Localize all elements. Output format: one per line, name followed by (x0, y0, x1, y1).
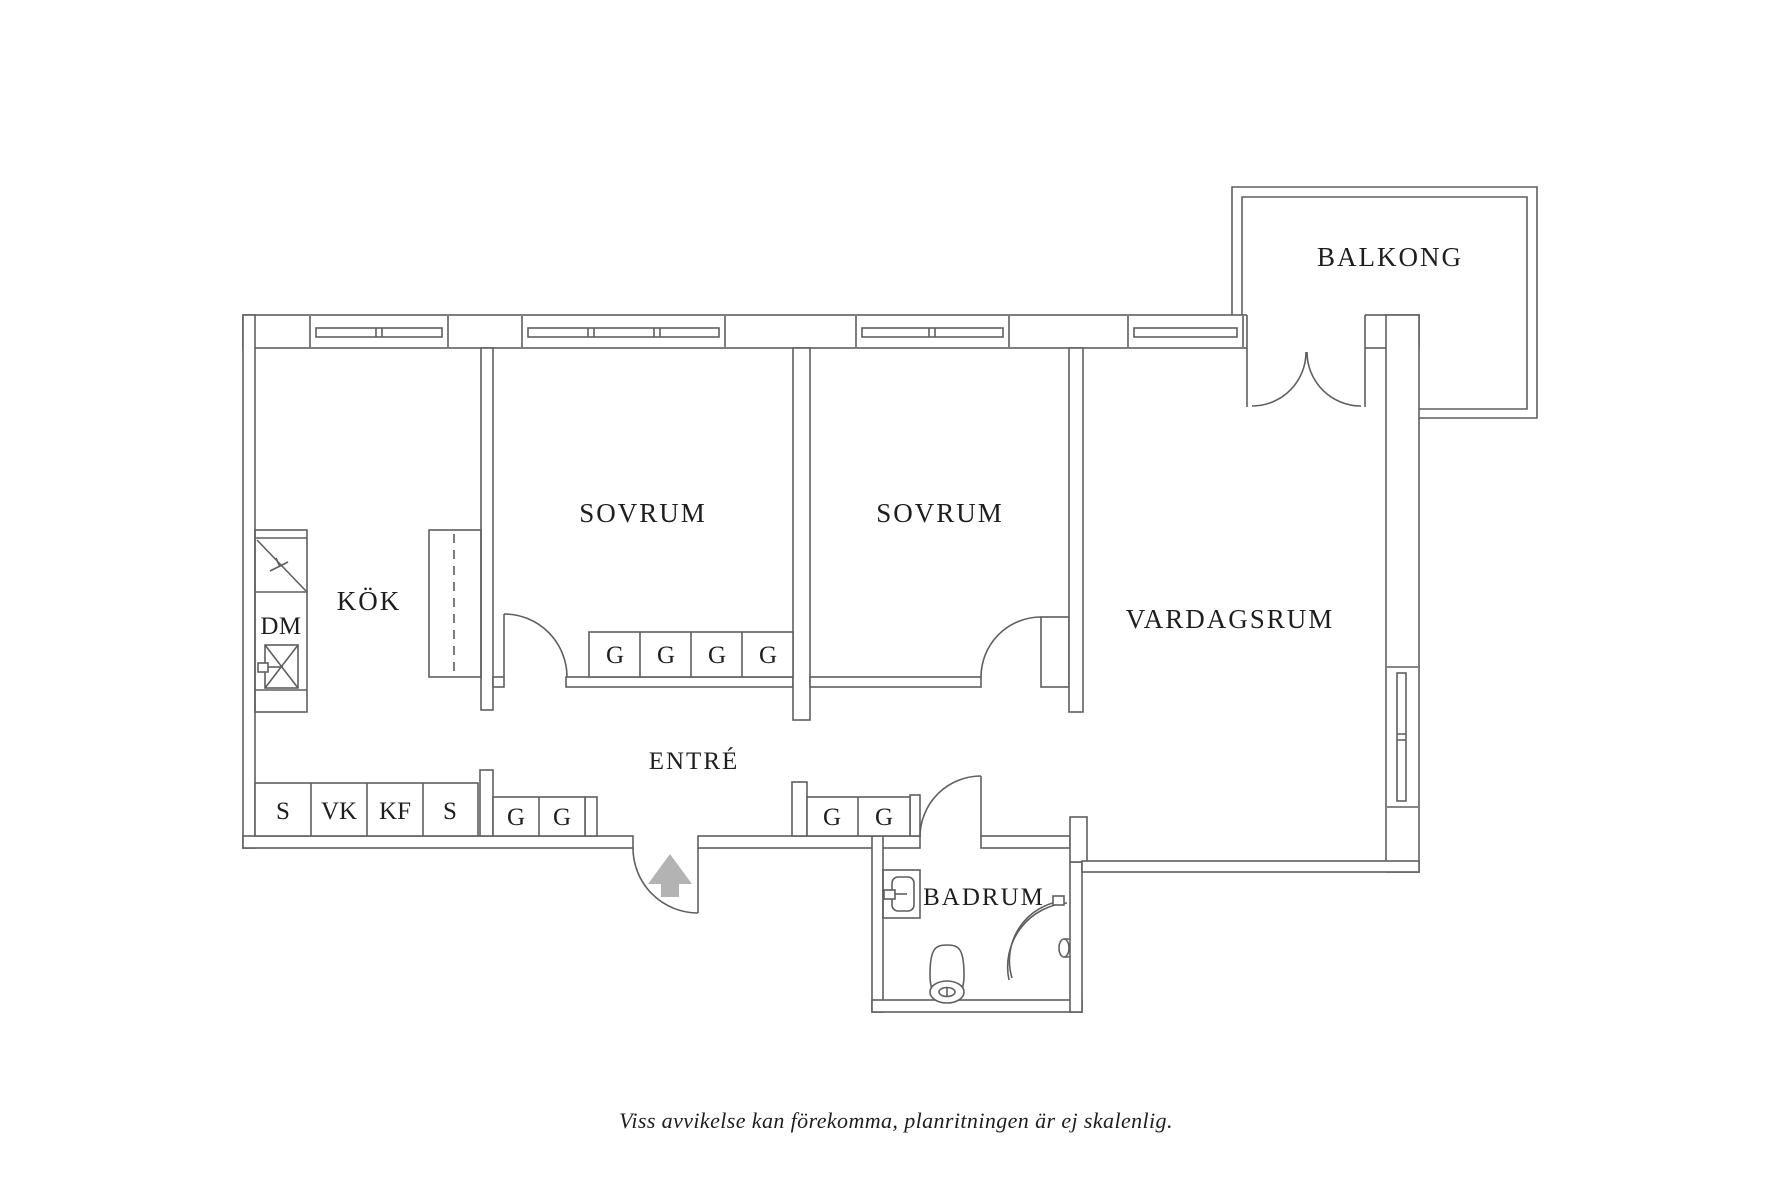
door-sovrum-right (980, 616, 1042, 678)
room-label-entre: ENTRÉ (649, 747, 740, 775)
wardrobe-label: G (606, 642, 624, 669)
wardrobe-label: G (507, 804, 525, 831)
balcony-door (1246, 314, 1366, 407)
wardrobe-label: G (553, 804, 571, 831)
shower-door-icon (1006, 895, 1070, 981)
hall-unit-label: S (443, 798, 457, 825)
hall-unit-label: S (276, 798, 290, 825)
window-sovrum-left (521, 316, 726, 347)
wardrobe-label: G (708, 642, 726, 669)
door-sovrum-left (503, 613, 568, 678)
bathroom-sink-icon (882, 869, 921, 919)
kitchen-counter-left (254, 529, 308, 713)
balcony-walls (1231, 186, 1538, 419)
inner-walls (479, 347, 1084, 837)
wardrobe-label: G (875, 804, 893, 831)
wardrobe-row-sovrum (588, 631, 794, 678)
wardrobe-label: G (823, 804, 841, 831)
kitchen-sink-icon (257, 644, 299, 689)
wardrobe-label: G (657, 642, 675, 669)
door-entrance (632, 847, 699, 914)
window-sovrum-right (855, 316, 1010, 347)
hall-wardrobe-right (806, 796, 911, 837)
door-badrum (919, 775, 982, 838)
window-vardagsrum-right (1387, 666, 1418, 808)
room-label-sovrum-right: SOVRUM (876, 498, 1004, 528)
hall-wardrobe-left (492, 796, 586, 837)
hall-unit-label: KF (379, 798, 411, 825)
disclaimer-caption: Viss avvikelse kan förekomma, planritnin… (619, 1108, 1173, 1133)
hall-unit-row (254, 782, 479, 837)
room-label-kok: KÖK (337, 586, 402, 616)
wardrobe-label: G (759, 642, 777, 669)
entry-arrow-icon (648, 854, 692, 897)
window-vardagsrum-top (1127, 316, 1244, 347)
room-label-badrum: BADRUM (923, 884, 1045, 911)
appliance-label-dm: DM (260, 613, 301, 640)
room-label-sovrum-left: SOVRUM (579, 498, 707, 528)
outer-walls (242, 314, 1420, 1013)
toilet-icon (929, 944, 965, 1004)
room-label-balkong: BALKONG (1317, 242, 1463, 272)
kitchen-counter-right (428, 529, 482, 678)
hall-unit-label: VK (321, 798, 357, 825)
room-label-vardagsrum: VARDAGSRUM (1126, 604, 1335, 634)
window-kok (309, 316, 449, 347)
